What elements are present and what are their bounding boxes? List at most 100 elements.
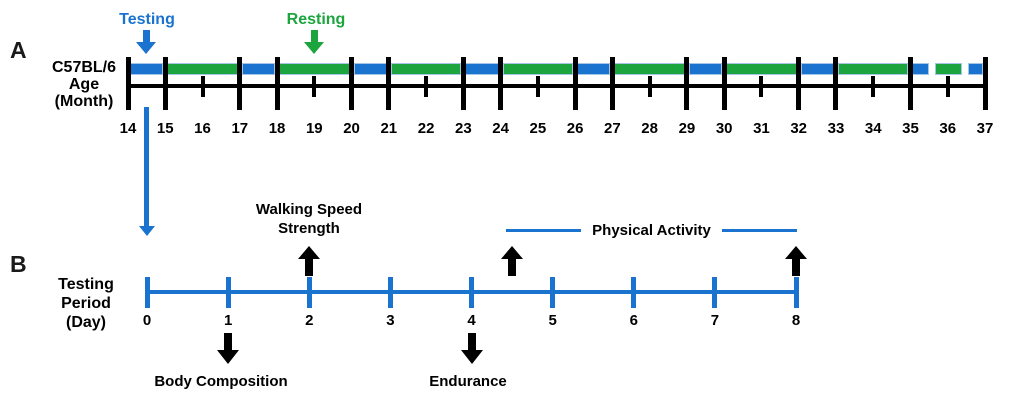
day-axis-tick: [144, 277, 150, 308]
testing-segment: [465, 63, 499, 75]
age-axis-month-label: 37: [976, 120, 994, 137]
day-axis-tick: [225, 277, 231, 308]
walking-speed-strength-annotation: Walking Speed Strength: [234, 200, 384, 238]
age-axis-month-label: 15: [156, 120, 174, 137]
age-axis-major-tick: [833, 57, 839, 110]
age-axis-month-label: 32: [790, 120, 808, 137]
resting-segment: [726, 63, 797, 75]
day-axis-title: Testing Period (Day): [31, 275, 141, 332]
event-arrow-down-shaft: [224, 333, 233, 351]
age-axis-month-label: 34: [864, 120, 882, 137]
age-axis-minor-tick: [312, 76, 317, 97]
event-arrow-down-head: [217, 350, 240, 364]
age-axis-major-tick: [237, 57, 243, 110]
testing-arrow-head: [136, 42, 157, 54]
panel-connector-arrow-head: [138, 226, 155, 236]
resting-arrow-head: [303, 42, 324, 54]
age-axis-month-label: 22: [417, 120, 435, 137]
day-axis-day-label: 6: [629, 312, 638, 329]
physical-activity-span: Physical Activity: [506, 222, 798, 239]
age-axis-major-tick: [162, 57, 168, 110]
age-axis-minor-tick: [424, 76, 429, 97]
day-axis-tick: [469, 277, 474, 308]
resting-segment: [390, 63, 462, 75]
age-axis-line: [126, 84, 987, 88]
strength-label: Strength: [278, 220, 340, 237]
day-axis-title-line-2: Period: [61, 295, 111, 312]
age-axis-major-tick: [982, 57, 988, 110]
day-axis-title-line-1: Testing: [58, 276, 114, 293]
age-axis-month-label: 29: [678, 120, 696, 137]
testing-legend-label: Testing: [119, 11, 175, 28]
age-axis-month-label: 25: [529, 120, 547, 137]
age-axis-month-label: 26: [566, 120, 584, 137]
age-axis-month-label: 18: [268, 120, 286, 137]
age-axis-minor-tick: [871, 76, 876, 97]
age-axis-major-tick: [609, 57, 615, 110]
age-axis-major-tick: [796, 57, 802, 110]
age-axis-month-label: 16: [194, 120, 211, 137]
event-arrow-up-head: [501, 246, 524, 259]
day-axis-day-label: 4: [467, 312, 476, 329]
age-axis-month-label: 31: [753, 120, 770, 137]
testing-segment: [577, 63, 611, 75]
body-composition-label: Body Composition: [154, 373, 288, 390]
age-axis-month-label: 14: [119, 120, 137, 137]
day-axis-day-label: 3: [386, 312, 395, 329]
day-axis-title-line-3: (Day): [65, 314, 106, 331]
age-axis-major-tick: [125, 57, 131, 110]
event-arrow-up-shaft: [792, 258, 800, 276]
age-axis-month-label: 17: [231, 120, 249, 137]
endurance-label: Endurance: [429, 373, 507, 390]
day-axis-tick: [550, 277, 556, 308]
event-arrow-down-head: [460, 350, 483, 364]
event-arrow-up-shaft: [305, 258, 314, 276]
age-axis-title-line-2: Age: [68, 76, 100, 93]
day-axis-day-label: 7: [710, 312, 720, 329]
resting-segment: [279, 63, 350, 75]
age-axis-minor-tick: [647, 76, 652, 97]
age-axis-major-tick: [460, 57, 466, 110]
age-axis-major-tick: [572, 57, 578, 110]
resting-segment: [502, 63, 574, 75]
age-axis-month-label: 28: [641, 120, 658, 137]
resting-segment: [614, 63, 685, 75]
walking-speed-label: Walking Speed: [255, 201, 363, 218]
panel-a-label: A: [10, 37, 27, 63]
day-axis-tick: [387, 277, 393, 308]
age-axis-title-line-1: C57BL/6: [51, 59, 117, 76]
age-axis-major-tick: [498, 57, 504, 110]
testing-segment: [800, 63, 834, 75]
age-axis-title: C57BL/6 Age (Month): [36, 59, 132, 110]
physical-activity-span-line-left: [506, 228, 582, 232]
age-axis-minor-tick: [945, 76, 950, 97]
resting-segment: [837, 63, 909, 75]
day-axis-tick: [306, 277, 312, 308]
age-axis-month-label: 20: [343, 120, 360, 137]
event-arrow-up-head: [298, 246, 321, 259]
age-axis-month-label: 36: [939, 120, 957, 137]
testing-segment: [912, 63, 929, 75]
resting-arrow-shaft: [310, 30, 318, 43]
day-axis-day-label: 8: [791, 312, 801, 329]
age-axis-major-tick: [684, 57, 690, 110]
age-axis-major-tick: [349, 57, 355, 110]
event-arrow-up-shaft: [508, 258, 517, 276]
age-axis-month-label: 21: [380, 120, 398, 137]
age-axis-month-label: 27: [604, 120, 621, 137]
age-axis-month-label: 19: [305, 120, 323, 137]
physical-activity-span-line-right: [721, 228, 798, 232]
testing-segment: [353, 63, 387, 75]
day-axis-day-label: 1: [223, 312, 233, 329]
testing-segment: [688, 63, 723, 75]
age-axis-title-line-3: (Month): [54, 93, 114, 110]
resting-legend-label: Resting: [286, 11, 346, 28]
age-axis-major-tick: [386, 57, 392, 110]
resting-segment: [934, 63, 963, 75]
testing-segment: [130, 63, 164, 75]
age-axis-minor-tick: [759, 76, 764, 97]
panel-b-label: B: [10, 251, 27, 277]
testing-segment: [968, 63, 983, 75]
day-axis-day-label: 2: [305, 312, 314, 329]
testing-arrow-shaft: [143, 30, 151, 43]
